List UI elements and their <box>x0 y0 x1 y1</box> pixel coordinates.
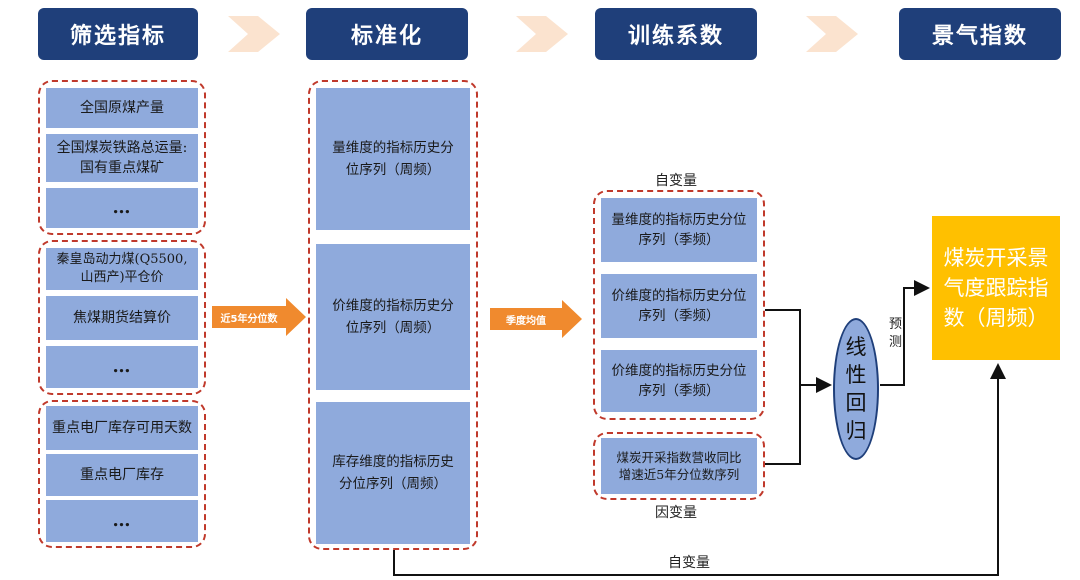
header-train-label: 训练系数 <box>627 24 724 49</box>
quarterly-label: 价维度的指标历史分位序列（季频） <box>611 363 747 399</box>
result-index-box: 煤炭开采景气度跟踪指数（周频） <box>932 216 1060 360</box>
indicator-box: 焦煤期货结算价 <box>46 296 198 340</box>
quarterly-label: 量维度的指标历史分位序列（季频） <box>611 212 747 248</box>
indicator-ellipsis: … <box>46 500 198 542</box>
indicator-label: 重点电厂库存 <box>80 467 164 483</box>
dependent-variable-group <box>593 432 765 500</box>
indicator-box: 重点电厂库存可用天数 <box>46 406 198 450</box>
indicator-group-price <box>38 240 206 395</box>
predict-label: 预测 <box>889 317 903 350</box>
indicator-ellipsis: … <box>46 188 198 228</box>
series-label: 量维度的指标历史分位序列（周频） <box>332 140 454 178</box>
independent-variable-group <box>593 190 765 420</box>
header-filter-label: 筛选指标 <box>69 24 166 49</box>
chevron-icon <box>228 16 280 52</box>
indicator-label: 秦皇岛动力煤(Q5500,山西产)平仓价 <box>56 252 188 285</box>
indicator-ellipsis: … <box>46 346 198 388</box>
result-index-label: 煤炭开采景气度跟踪指数（周频） <box>943 246 1049 330</box>
series-label: 库存维度的指标历史分位序列（周频） <box>332 454 454 492</box>
header-filter: 筛选指标 <box>38 8 198 60</box>
indicator-label: … <box>112 197 132 218</box>
series-box-volume: 量维度的指标历史分位序列（周频） <box>316 88 470 230</box>
chevron-icon <box>806 16 858 52</box>
quarterly-box-price-2: 价维度的指标历史分位序列（季频） <box>601 350 757 412</box>
quarterly-box-volume: 量维度的指标历史分位序列（季频） <box>601 198 757 262</box>
indicator-box: 秦皇岛动力煤(Q5500,山西产)平仓价 <box>46 248 198 290</box>
header-index: 景气指数 <box>899 8 1061 60</box>
bottom-independent-label: 自变量 <box>668 555 710 571</box>
standardized-group <box>308 80 478 550</box>
arrow-percentile <box>212 298 306 336</box>
dependent-variable-text: 煤炭开采指数营收同比增速近5年分位数序列 <box>616 450 742 482</box>
arrow-quarterly-label: 季度均值 <box>506 315 546 327</box>
indicator-label: 全国煤炭铁路总运量:国有重点煤矿 <box>56 140 188 176</box>
dependent-variable-box: 煤炭开采指数营收同比增速近5年分位数序列 <box>601 438 757 494</box>
quarterly-box-price: 价维度的指标历史分位序列（季频） <box>601 274 757 338</box>
series-box-inventory: 库存维度的指标历史分位序列（周频） <box>316 402 470 544</box>
series-box-price: 价维度的指标历史分位序列（周频） <box>316 244 470 390</box>
indicator-box: 全国原煤产量 <box>46 88 198 128</box>
linear-regression-node: 线性回归 <box>833 318 879 460</box>
arrow-percentile-label: 近5年分位数 <box>220 313 278 325</box>
indicator-group-inventory <box>38 400 206 548</box>
indicator-box: 重点电厂库存 <box>46 454 198 496</box>
header-standardize-label: 标准化 <box>350 24 423 49</box>
chevron-icon <box>516 16 568 52</box>
indicator-box: 全国煤炭铁路总运量:国有重点煤矿 <box>46 134 198 182</box>
dependent-variable-label: 因变量 <box>655 505 697 521</box>
header-train: 训练系数 <box>595 8 757 60</box>
header-standardize: 标准化 <box>306 8 468 60</box>
quarterly-label: 价维度的指标历史分位序列（季频） <box>611 288 747 324</box>
indicator-label: 重点电厂库存可用天数 <box>52 420 192 436</box>
indicator-label: 焦煤期货结算价 <box>73 310 171 326</box>
independent-variable-label: 自变量 <box>655 173 697 189</box>
arrow-quarterly <box>490 300 582 338</box>
series-label: 价维度的指标历史分位序列（周频） <box>332 298 454 336</box>
linear-regression-label: 线性回归 <box>845 335 867 443</box>
indicator-group-volume <box>38 80 206 235</box>
header-index-label: 景气指数 <box>931 24 1028 49</box>
indicator-label: 全国原煤产量 <box>80 100 164 116</box>
indicator-label: … <box>112 356 132 377</box>
indicator-label: … <box>112 510 132 531</box>
